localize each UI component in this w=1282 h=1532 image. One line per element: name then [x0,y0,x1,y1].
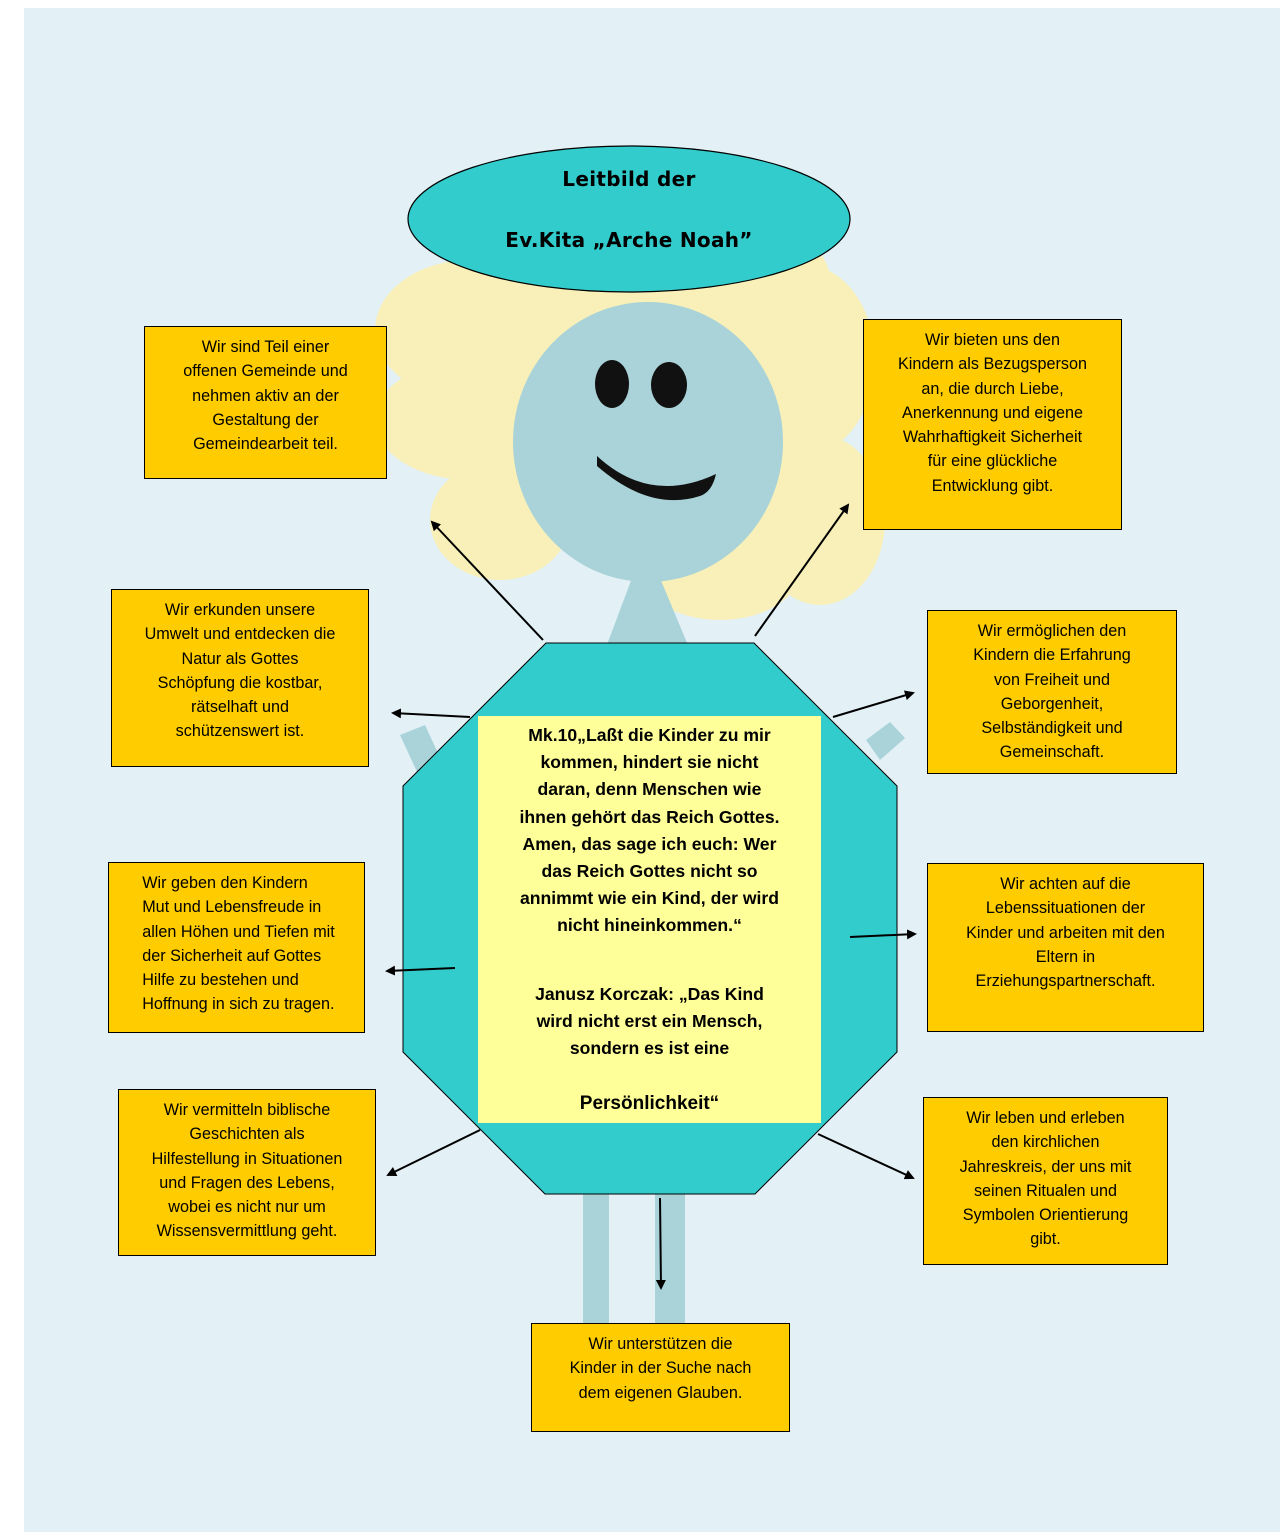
arrow-life-situations [849,929,917,940]
box-life-situations: Wir achten auf die Lebenssituationen der… [927,863,1204,1032]
arrow-courage [385,965,456,976]
box-faith-text: Wir unterstützen die Kinder in der Suche… [569,1335,752,1402]
box-freedom: Wir ermöglichen den Kindern die Erfahrun… [927,610,1177,774]
title-ellipse [407,145,851,293]
arrows [385,503,917,1290]
box-life-situations-text: Wir achten auf die Lebenssituationen der… [966,875,1165,991]
center-quote-box: Mk.10„Laßt die Kinder zu mir kommen, hin… [478,716,821,1123]
box-bible-stories: Wir vermitteln biblische Geschichten als… [118,1089,376,1256]
right-eye [651,362,687,408]
korczak-quote-text: Janusz Korczak: „Das Kind wird nicht ers… [535,983,764,1059]
box-freedom-text: Wir ermöglichen den Kindern die Erfahrun… [973,622,1131,762]
title-line-1: Leitbild der [562,167,696,191]
korczak-quote-last: Persönlichkeit“ [579,1092,720,1114]
arrow-church-year [817,1133,915,1180]
box-community: Wir sind Teil einer offenen Gemeinde und… [144,326,387,479]
arrow-freedom [832,690,915,718]
arrow-bible-stories [386,1129,481,1176]
arrow-reference-person [754,503,850,637]
smile [597,456,716,501]
bible-quote: Mk.10„Laßt die Kinder zu mir kommen, hin… [519,725,780,936]
box-environment: Wir erkunden unsere Umwelt und entdecken… [111,589,369,767]
flower-neck [605,578,690,650]
right-arm [866,722,905,760]
flower-face [513,302,783,582]
box-faith: Wir unterstützen die Kinder in der Suche… [531,1323,790,1432]
box-reference-person-text: Wir bieten uns den Kindern als Bezugsper… [898,331,1087,495]
box-environment-text: Wir erkunden unsere Umwelt und entdecken… [144,601,336,741]
box-courage: Wir geben den Kindern Mut und Lebensfreu… [108,862,365,1033]
korczak-quote: Janusz Korczak: „Das Kind wird nicht ers… [488,954,811,1144]
arrow-environment [391,708,471,719]
title-line-2: Ev.Kita „Arche Noah” [505,228,753,252]
arrow-faith [655,1197,666,1290]
arrow-community [430,520,544,641]
box-church-year-text: Wir leben und erleben den kirchlichen Ja… [959,1109,1132,1249]
box-courage-text: Wir geben den Kindern Mut und Lebensfreu… [142,874,335,1014]
box-community-text: Wir sind Teil einer offenen Gemeinde und… [183,338,348,454]
left-eye [595,360,629,408]
left-leg [583,1180,609,1330]
box-church-year: Wir leben und erleben den kirchlichen Ja… [923,1097,1168,1265]
box-bible-stories-text: Wir vermitteln biblische Geschichten als… [151,1101,343,1241]
box-reference-person: Wir bieten uns den Kindern als Bezugsper… [863,319,1122,530]
